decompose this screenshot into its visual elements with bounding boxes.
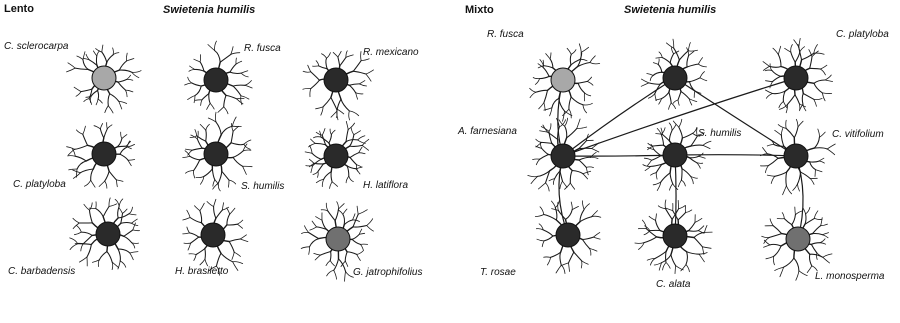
panel-title-left: Swietenia humilis xyxy=(163,5,255,16)
node-label-t-rosae: T. rosae xyxy=(480,268,516,278)
plant-node xyxy=(784,66,808,90)
plant-node xyxy=(556,223,580,247)
node-label-c-alata: C. alata xyxy=(656,280,690,290)
plant-node xyxy=(204,68,228,92)
panel-label-mixto: Mixto xyxy=(465,5,494,16)
node-label-h-brasiletto: H. brasiletto xyxy=(175,267,228,277)
node-label-r-fusca-right: R. fusca xyxy=(487,30,524,40)
node-label-s-humilis-right: S. humilis xyxy=(698,129,741,139)
node-label-r-mexicano: R. mexicano xyxy=(363,48,419,58)
plant-node xyxy=(92,142,116,166)
plant-node xyxy=(324,144,348,168)
node-label-g-jatrophifolius: G. jatrophifolius xyxy=(353,268,422,278)
node-label-a-farnesiana: A. farnesiana xyxy=(458,127,517,137)
plant-node xyxy=(663,143,687,167)
connecting-root xyxy=(675,155,796,156)
node-label-c-platyloba-right: C. platyloba xyxy=(836,30,889,40)
plant-node xyxy=(663,66,687,90)
panel-title-right: Swietenia humilis xyxy=(624,5,716,16)
plant-node xyxy=(784,144,808,168)
node-label-l-monosperma: L. monosperma xyxy=(815,272,884,282)
node-label-s-humilis-left: S. humilis xyxy=(241,182,284,192)
plant-node xyxy=(551,68,575,92)
plant-node xyxy=(96,222,120,246)
node-label-c-barbadensis: C. barbadensis xyxy=(8,267,75,277)
plant-node xyxy=(92,66,116,90)
node-label-r-fusca-left: R. fusca xyxy=(244,44,281,54)
panel-label-lento: Lento xyxy=(4,4,34,15)
node-label-c-sclerocarpa: C. sclerocarpa xyxy=(4,42,68,52)
node-label-h-latiflora: H. latiflora xyxy=(363,181,408,191)
connecting-root xyxy=(563,155,675,156)
node-label-c-vitifolium: C. vitifolium xyxy=(832,130,884,140)
plant-node xyxy=(551,144,575,168)
node-label-c-platyloba-left: C. platyloba xyxy=(13,180,66,190)
plant-node xyxy=(201,223,225,247)
connecting-root xyxy=(563,78,675,156)
plant-node xyxy=(326,227,350,251)
plant-node xyxy=(786,227,810,251)
plant-node xyxy=(204,142,228,166)
plant-node xyxy=(663,224,687,248)
plant-node xyxy=(324,68,348,92)
